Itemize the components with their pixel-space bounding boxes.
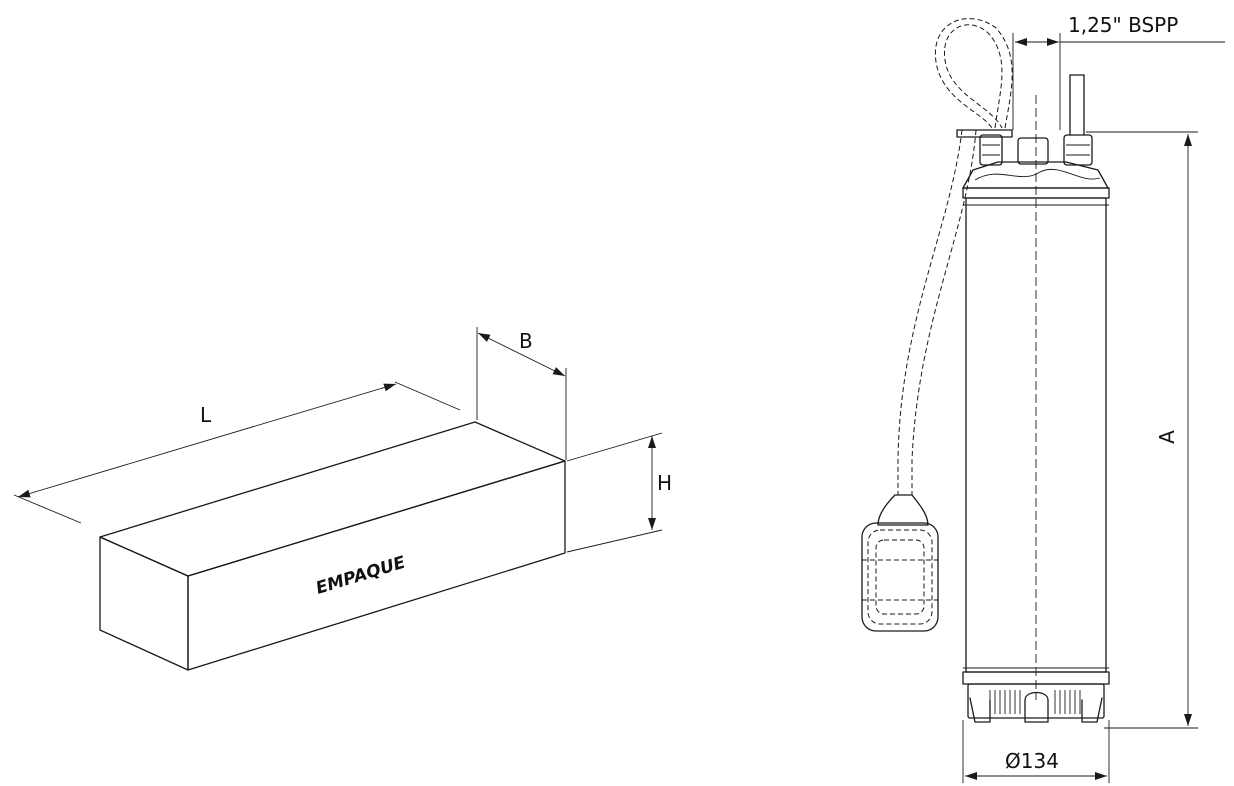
float-cable (897, 129, 963, 495)
pump-head (962, 134, 1110, 206)
submersible-pump (861, 18, 1110, 723)
width-dimension: B (476, 327, 567, 460)
length-label: L (200, 403, 212, 427)
cable-loop (944, 24, 1003, 129)
height-dimension: H (566, 432, 672, 553)
float-switch (861, 494, 939, 632)
pump-diameter-dimension: Ø134 (962, 720, 1110, 783)
length-dimension: L (13, 381, 461, 524)
height-label: H (657, 471, 672, 495)
pump-height-label: A (1155, 430, 1179, 444)
width-label: B (519, 329, 533, 353)
outlet-pipe (1069, 74, 1085, 136)
box-top-face (99, 421, 566, 577)
package-box: EMPAQUE (99, 421, 566, 671)
package-label: EMPAQUE (314, 553, 409, 599)
pump-height-dimension: A (1086, 131, 1198, 729)
outlet-thread-dimension: 1,25" BSPP (1012, 13, 1225, 130)
pump-diameter-label: Ø134 (1005, 749, 1059, 773)
outlet-thread-label: 1,25" BSPP (1068, 13, 1178, 37)
box-side-face (187, 460, 566, 671)
